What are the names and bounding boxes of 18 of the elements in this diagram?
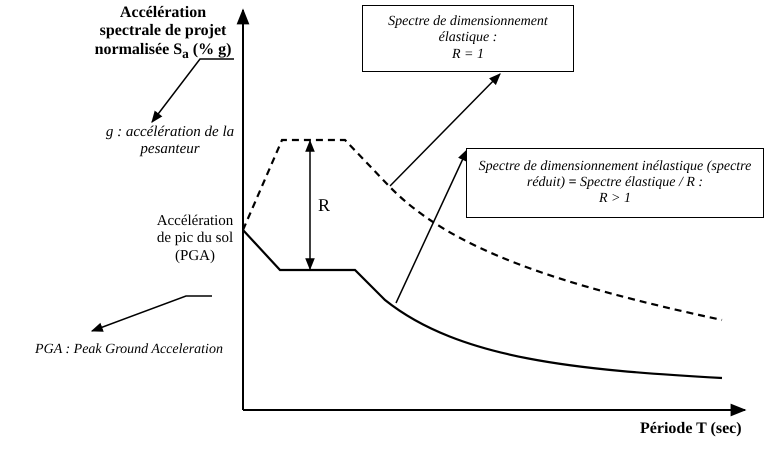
axis-title: Accélération spectrale de projet normalisée S$_{a}$ (% g)	[88, 4, 238, 62]
axis-title: Période T (sec)	[640, 420, 742, 438]
leader-arrow	[90, 295, 212, 332]
leader-arrow	[389, 73, 501, 187]
callout-text: Spectre de dimensionnement élastique :	[387, 14, 549, 47]
inelastic-spectrum-curve	[242, 229, 722, 380]
leader-arrow	[305, 140, 315, 270]
note-text: g : accélération de la pesanteur	[95, 124, 245, 158]
leader-arrow	[395, 148, 468, 304]
callout-box	[362, 5, 574, 72]
axis-annotation: Accélération de pic du sol (PGA)	[150, 213, 240, 265]
note-text: PGA : Peak Ground Acceleration	[4, 342, 254, 358]
callout-text: Spectre de dimensionnement inélastique (spectre réduit) = Spectre élastique / R :	[478, 158, 752, 192]
callout-text: R = 1	[451, 46, 485, 63]
edge-label: R	[318, 195, 330, 216]
leader-arrow	[151, 58, 234, 123]
callout-text: R > 1	[598, 191, 632, 208]
callout-box	[466, 148, 764, 218]
